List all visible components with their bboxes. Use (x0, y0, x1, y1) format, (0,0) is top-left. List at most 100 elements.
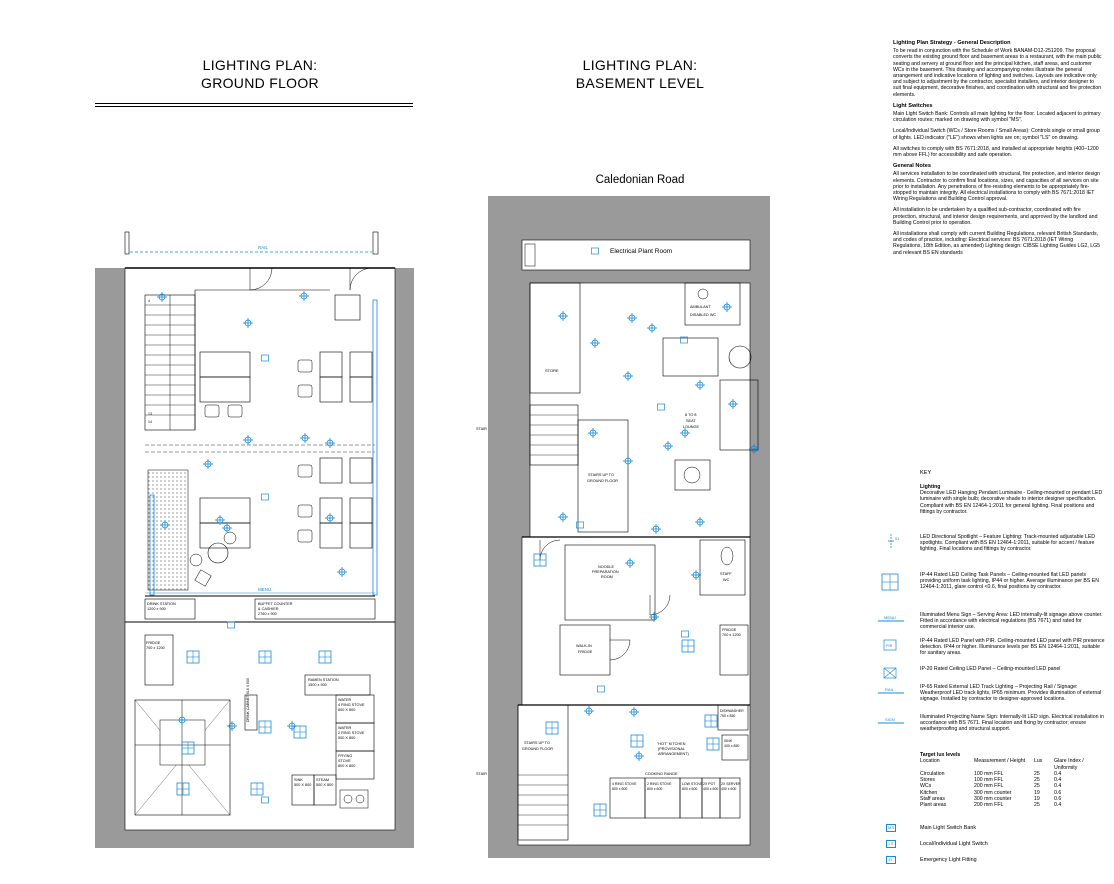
street-name: Caledonian Road (595, 174, 685, 186)
notes-subheading: Light Switches (893, 102, 933, 109)
notes-paragraph: All installations shall comply with curr… (893, 231, 1101, 256)
notes-paragraph: All installation to be undertaken by a q… (893, 207, 1098, 226)
svg-text:MENU: MENU (884, 615, 896, 620)
svg-text:STAFF: STAFF (720, 572, 732, 576)
svg-text:DRINK STATION: DRINK STATION (147, 602, 176, 606)
svg-text:1500 x 500: 1500 x 500 (308, 683, 327, 687)
electrical-plant-room (521, 239, 751, 271)
key-title: KEY (920, 470, 932, 476)
svg-text:PREPARATION: PREPARATION (592, 570, 619, 574)
menu-sign-icon: MENU (878, 615, 904, 622)
spotlight-icon: S1 (888, 534, 899, 548)
svg-text:GROUND FLOOR: GROUND FLOOR (522, 747, 553, 751)
ceiling-panel-icon (883, 667, 897, 679)
svg-text:& CASHIER: & CASHIER (258, 607, 279, 611)
svg-text:DISHWASHER: DISHWASHER (720, 709, 744, 713)
svg-text:4 RING STOVE: 4 RING STOVE (612, 782, 637, 786)
basement-title: LIGHTING PLAN: BASEMENT LEVEL (530, 56, 750, 92)
svg-text:SIGN: SIGN (885, 717, 895, 722)
pir-panel-icon: PIR (883, 639, 897, 651)
svg-text:FRIDGE: FRIDGE (146, 641, 161, 645)
title-underline (95, 103, 413, 104)
svg-text:WATER: WATER (338, 698, 352, 702)
notes-subheading: General Notes (893, 163, 931, 170)
rail-label: RAIL (258, 245, 269, 250)
svg-text:400 x 600: 400 x 600 (721, 787, 736, 791)
svg-text:COOKING RANGE: COOKING RANGE (645, 772, 678, 776)
svg-text:DRINK CABINET 616 X 600: DRINK CABINET 616 X 600 (246, 678, 250, 722)
ground-floor-title: LIGHTING PLAN: GROUND FLOOR (150, 56, 370, 92)
svg-text:SEAT: SEAT (686, 419, 696, 423)
svg-text:2X POT: 2X POT (703, 782, 716, 786)
svg-text:500 X 800: 500 X 800 (294, 783, 311, 787)
svg-text:ARRANGEMENT): ARRANGEMENT) (658, 752, 690, 756)
notes-paragraph: To be read in conjunction with the Sched… (893, 48, 1102, 98)
name-sign-icon: SIGN (878, 717, 904, 724)
lux-table: Target lux levels Location Measurement /… (920, 752, 1110, 809)
local-switch-icon: LS (886, 840, 896, 848)
svg-text:13: 13 (148, 412, 152, 416)
svg-text:800 X 800: 800 X 800 (338, 708, 355, 712)
ground-title-line2: GROUND FLOOR (201, 75, 319, 91)
svg-text:SINK: SINK (724, 739, 733, 743)
svg-text:PIR: PIR (886, 644, 893, 648)
notes-heading: Lighting Plan Strategy - General Descrip… (893, 40, 1011, 46)
rear-stair (134, 699, 231, 816)
svg-text:"HOT" KITCHEN: "HOT" KITCHEN (657, 742, 686, 746)
svg-text:STAIR: STAIR (476, 772, 487, 776)
emergency-light-icon: EL (886, 856, 896, 864)
notes-paragraph: Main Light Switch Bank: Controls all mai… (893, 111, 1101, 124)
svg-text:500 X 800: 500 X 800 (316, 783, 333, 787)
svg-text:2X SERVER: 2X SERVER (721, 782, 741, 786)
svg-text:STAIRS UP TO: STAIRS UP TO (588, 473, 614, 477)
svg-text:(PROVISIONAL: (PROVISIONAL (658, 747, 685, 751)
svg-text:STAIRS UP TO: STAIRS UP TO (524, 741, 550, 745)
svg-text:STORE: STORE (545, 368, 559, 373)
svg-text:4: 4 (148, 299, 150, 303)
svg-text:FRIDGE: FRIDGE (578, 650, 593, 654)
floor-plans-drawing: RAIL (95, 196, 770, 858)
hatched-seating-zone (147, 469, 189, 591)
notes-paragraph: All services installation to be coordina… (893, 171, 1101, 203)
svg-text:STOVE: STOVE (338, 759, 351, 763)
svg-text:WATER: WATER (338, 726, 352, 730)
notes-paragraph: All switches to comply with BS 7671:2018… (893, 145, 1099, 159)
svg-text:4 RING STOVE: 4 RING STOVE (338, 703, 365, 707)
svg-text:1200 x 900: 1200 x 900 (147, 607, 166, 611)
svg-text:Electrical Plant Room: Electrical Plant Room (610, 248, 672, 255)
svg-text:750 x 850: 750 x 850 (720, 714, 735, 718)
svg-text:700 x 1200: 700 x 1200 (146, 646, 165, 650)
buffet-counter (254, 598, 376, 620)
svg-text:400 x 600: 400 x 600 (703, 787, 718, 791)
svg-text:500 X 800: 500 X 800 (338, 736, 355, 740)
menu-label: MENU (258, 587, 271, 592)
svg-text:700 x 1200: 700 x 1200 (722, 633, 741, 637)
drink-station (144, 598, 196, 620)
svg-text:STAIR: STAIR (476, 427, 487, 431)
svg-text:400 x 850: 400 x 850 (724, 744, 739, 748)
lux-heading: Target lux levels (920, 752, 961, 758)
svg-text:800 x 600: 800 x 600 (647, 787, 662, 791)
notes-paragraph: Local/Individual Switch (WCs / Store Roo… (893, 128, 1100, 141)
svg-text:GROUND FLOOR: GROUND FLOOR (587, 479, 618, 483)
title-underline (95, 106, 413, 107)
svg-text:FRYING: FRYING (338, 754, 352, 758)
svg-text:800 x 600: 800 x 600 (682, 787, 697, 791)
svg-text:LOUNGE: LOUNGE (683, 425, 700, 429)
svg-text:BUFFET COUNTER: BUFFET COUNTER (258, 602, 293, 606)
svg-text:RAMEN STATION: RAMEN STATION (308, 678, 339, 682)
strategy-notes: Lighting Plan Strategy - General Descrip… (893, 40, 1103, 261)
lux-header-row: Location Measurement / Height Lux Glare … (920, 758, 1084, 771)
ground-floor-plan: RAIL (95, 231, 414, 848)
svg-text:WC: WC (723, 578, 730, 582)
svg-text:STEAM: STEAM (316, 778, 329, 782)
pendant-light-icon (876, 484, 906, 498)
svg-text:800 x 600: 800 x 600 (612, 787, 627, 791)
rail-icon: RAIL (878, 687, 904, 694)
svg-text:DISABLED WC: DISABLED WC (690, 313, 716, 317)
